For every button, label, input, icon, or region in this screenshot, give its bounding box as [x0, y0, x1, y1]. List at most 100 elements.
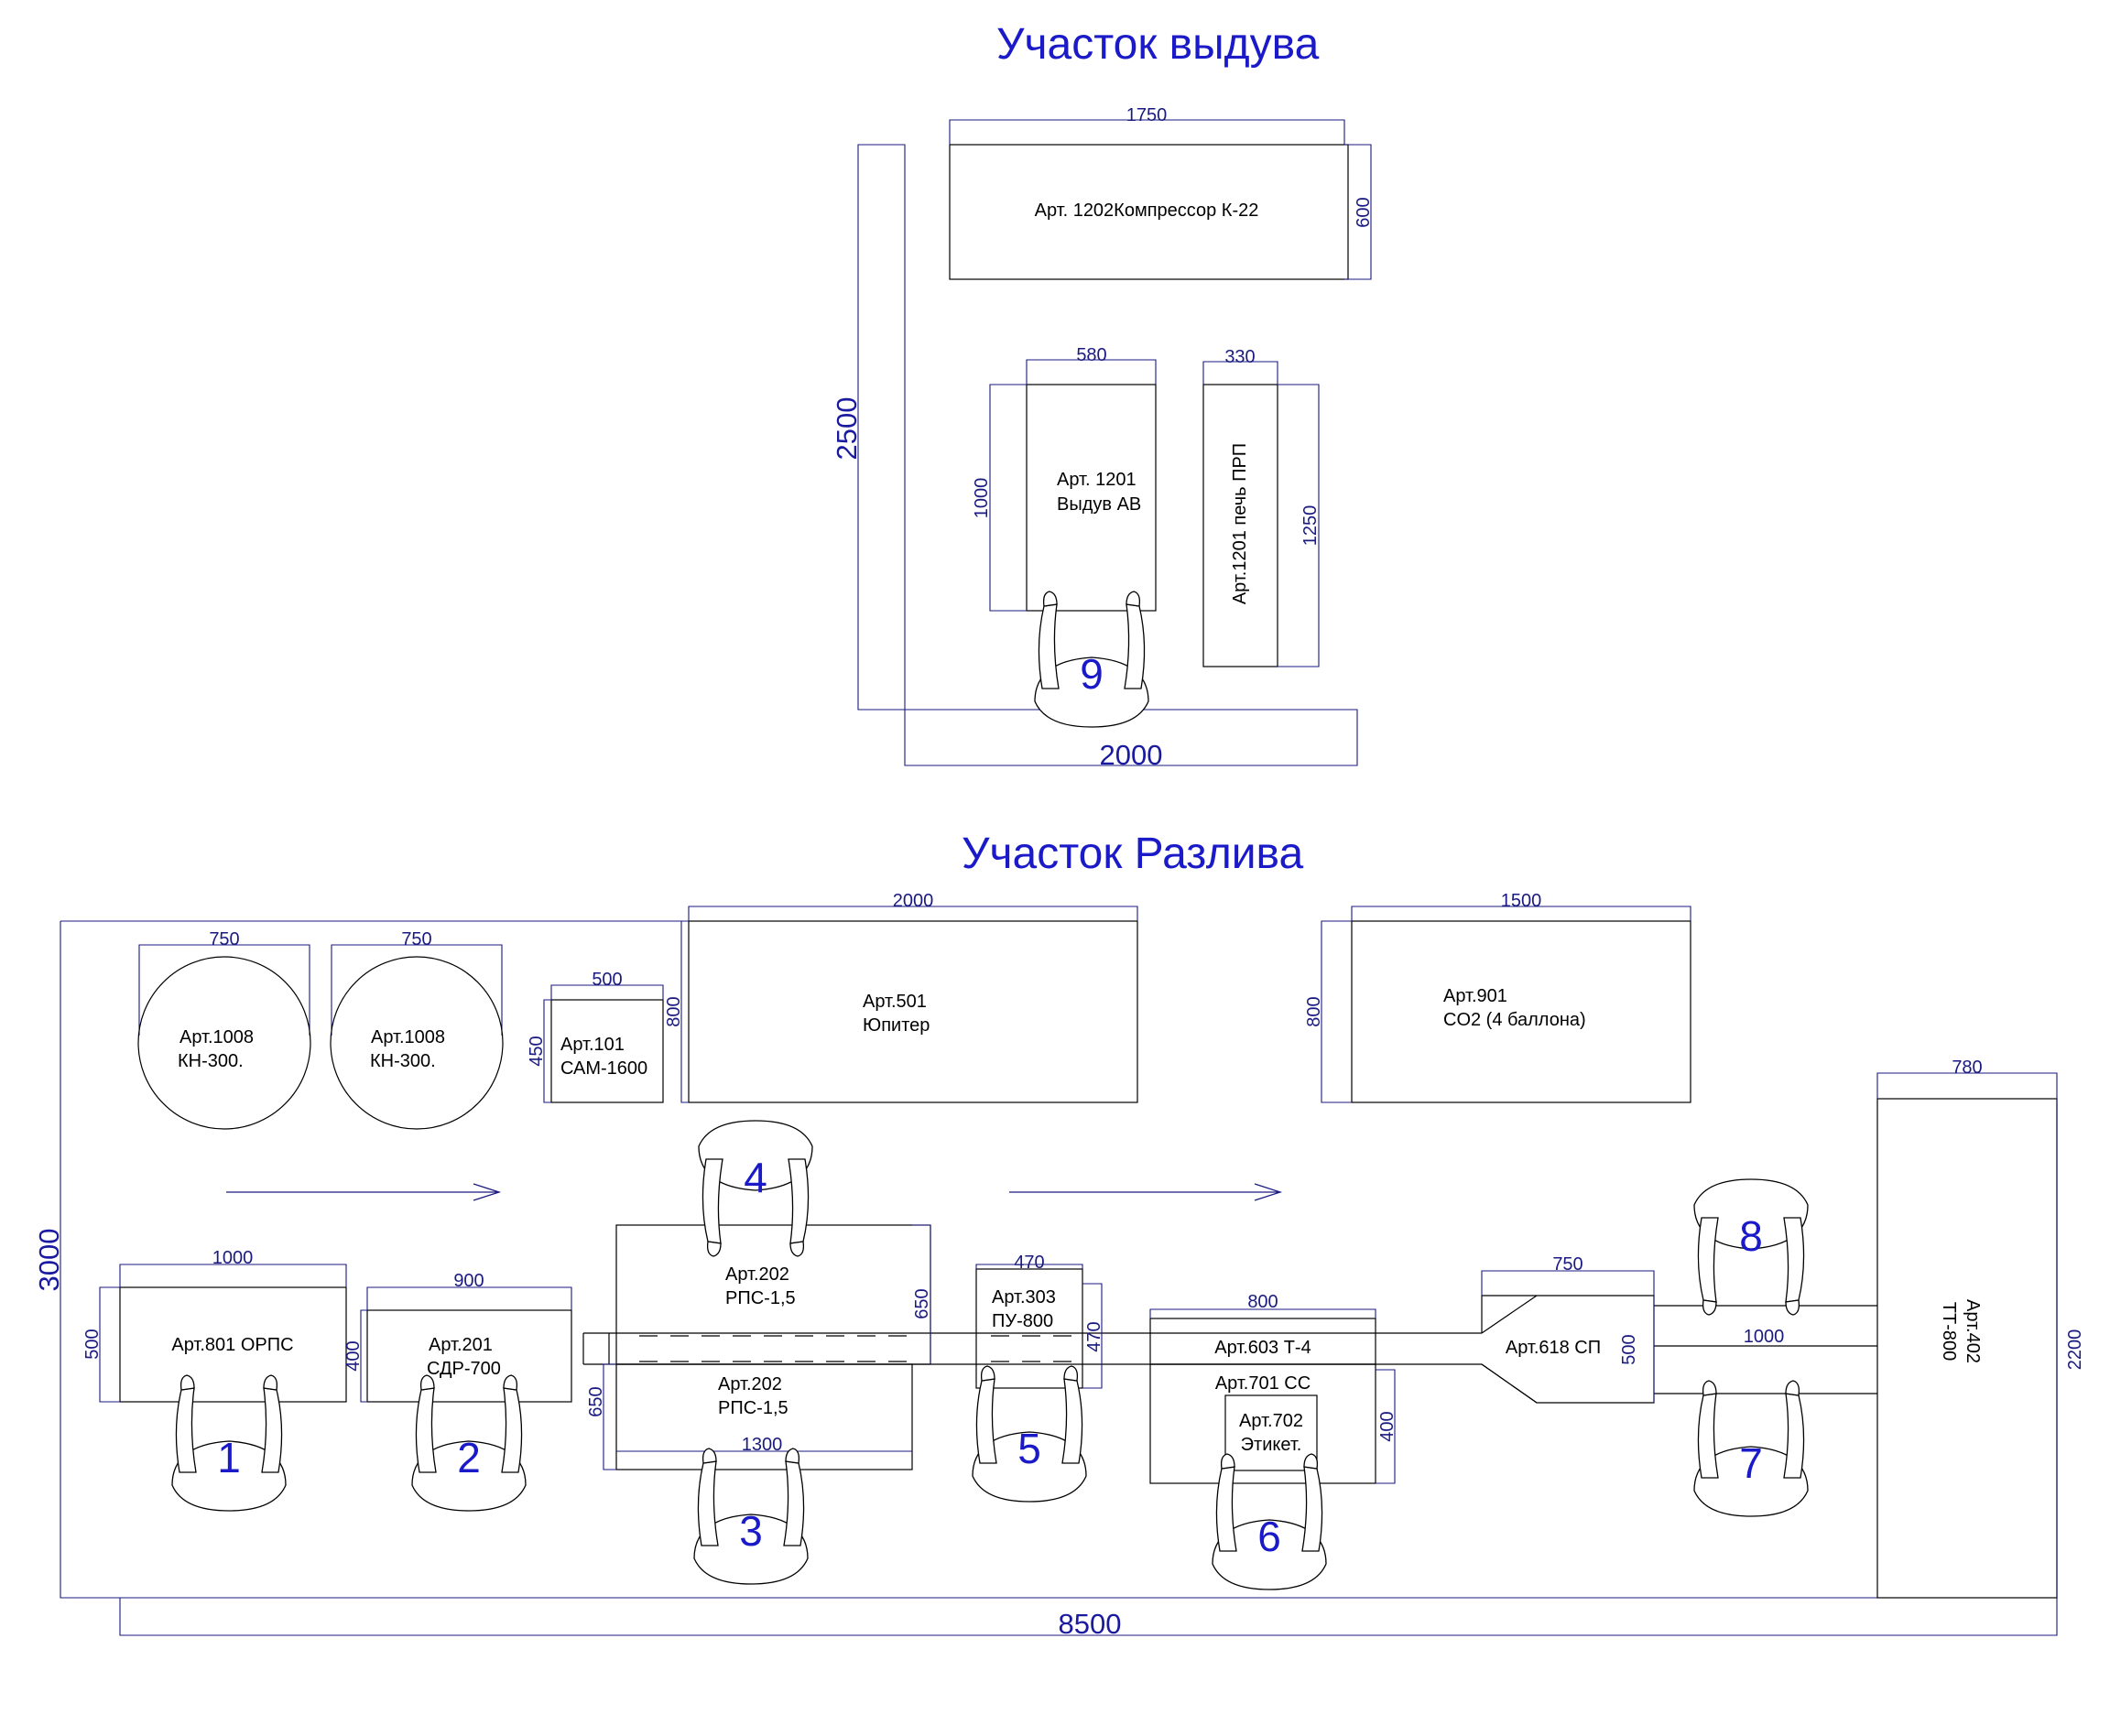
- worker-7: 7: [1693, 1380, 1809, 1517]
- orps: 1000 500 Арт.801 ОРПС: [82, 1248, 347, 1403]
- table-label-2: ТТ-800: [1939, 1302, 1959, 1361]
- sdr-width: 900: [453, 1271, 484, 1291]
- worker-5-number: 5: [1017, 1425, 1041, 1472]
- jupiter: 2000 800 Арт.501 Юпитер: [664, 891, 1138, 1103]
- tt-800-table: 780 2200 Арт.402 ТТ-800: [1876, 1058, 2085, 1599]
- worker-3: 3: [693, 1448, 809, 1585]
- flow-arrow-left: [226, 1183, 502, 1201]
- orps-label: Арт.801 ОРПС: [171, 1335, 293, 1355]
- tank-2-label-2: КН-300.: [370, 1051, 436, 1071]
- tank-1-label-2: КН-300.: [178, 1051, 244, 1071]
- worker-6: 6: [1212, 1453, 1327, 1590]
- worker-4-number: 4: [744, 1154, 767, 1201]
- worker-8-number: 8: [1739, 1212, 1763, 1260]
- worker-9: 9: [1034, 591, 1149, 728]
- table-label-1: Арт.402: [1963, 1299, 1983, 1363]
- worker-8: 8: [1693, 1178, 1809, 1316]
- t4-width: 800: [1247, 1292, 1278, 1312]
- room-depth: 3000: [33, 1229, 65, 1292]
- sam-depth: 450: [527, 1036, 547, 1066]
- worker-5: 5: [972, 1365, 1087, 1503]
- rps-top-label-1: Арт.202: [725, 1264, 789, 1285]
- sdr-label-1: Арт.201: [429, 1335, 493, 1355]
- sdr-depth: 400: [343, 1340, 364, 1371]
- tank-2-width: 750: [401, 929, 431, 949]
- conveyor-length: 1000: [1744, 1327, 1785, 1347]
- worker-9-number: 9: [1080, 650, 1104, 698]
- blowing-area: 2500 2000 1750 600 Арт. 1202Компрессор К…: [831, 105, 1374, 771]
- labeler-label-2: Этикет.: [1241, 1435, 1302, 1455]
- blowing-wall-width: 2000: [1100, 739, 1163, 771]
- sam-label-1: Арт.101: [560, 1035, 625, 1055]
- worker-4: 4: [698, 1120, 813, 1257]
- pu-width: 470: [1014, 1253, 1044, 1273]
- rps-bottom: 650 1300 Арт.202 РПС-1,5: [586, 1363, 913, 1470]
- oven-width: 330: [1224, 347, 1255, 367]
- labeler-label-1: Арт.702: [1239, 1411, 1303, 1431]
- blower-label-1: Арт. 1201: [1057, 470, 1137, 490]
- pu-label-1: Арт.303: [992, 1287, 1056, 1307]
- worker-7-number: 7: [1739, 1439, 1763, 1487]
- co2-label-1: Арт.901: [1443, 986, 1507, 1006]
- compressor-width: 1750: [1126, 105, 1168, 125]
- co2-label-2: CO2 (4 баллона): [1443, 1010, 1586, 1030]
- flow-arrow-right: [1009, 1183, 1283, 1201]
- orps-width: 1000: [212, 1248, 254, 1268]
- tank-kn300-2: 750 Арт.1008 КН-300.: [330, 929, 504, 1130]
- orps-depth: 500: [82, 1329, 103, 1359]
- co2-depth: 800: [1304, 996, 1324, 1026]
- sp-width: 750: [1552, 1254, 1582, 1275]
- cc-label: Арт.701 СС: [1215, 1373, 1311, 1394]
- co2-width: 1500: [1501, 891, 1542, 911]
- sam-1600: 500 450 Арт.101 САМ-1600: [527, 970, 664, 1103]
- oven-prp: 330 1250 Арт.1201 печь ПРП: [1202, 347, 1321, 667]
- worker-6-number: 6: [1257, 1513, 1281, 1560]
- labeler-702: Арт.702 Этикет.: [1224, 1394, 1318, 1471]
- tank-1-width: 750: [209, 929, 239, 949]
- jupiter-width: 2000: [893, 891, 934, 911]
- cc-depth: 400: [1377, 1411, 1398, 1441]
- main-conveyor: 1000: [582, 1305, 1877, 1394]
- pu-label-2: ПУ-800: [992, 1311, 1053, 1331]
- blowing-area-title: Участок выдува: [996, 20, 1320, 69]
- tank-2-label-1: Арт.1008: [371, 1027, 445, 1047]
- sam-width: 500: [592, 970, 622, 990]
- compressor-depth: 600: [1354, 197, 1374, 227]
- oven-height: 1250: [1300, 505, 1321, 547]
- rps-top: 650 Арт.202 РПС-1,5: [615, 1224, 932, 1365]
- room-outline: [60, 920, 2058, 1636]
- sp-label: Арт.618 СП: [1506, 1338, 1601, 1358]
- jupiter-depth: 800: [664, 996, 684, 1026]
- blowing-wall: [857, 144, 1358, 766]
- t4: 800 Арт.603 Т-4: [1149, 1292, 1376, 1365]
- blowing-wall-height: 2500: [831, 397, 863, 461]
- jupiter-label-1: Арт.501: [863, 992, 927, 1012]
- worker-2-number: 2: [457, 1434, 481, 1481]
- co2-cylinders: 1500 800 Арт.901 CO2 (4 баллона): [1304, 891, 1691, 1103]
- filling-area: 3000 8 500 750 Арт.1008 КН-300. 750 Арт.1…: [33, 891, 2085, 1640]
- jupiter-label-2: Юпитер: [863, 1015, 930, 1036]
- worker-1-number: 1: [217, 1434, 241, 1481]
- worker-1: 1: [171, 1374, 287, 1512]
- blower-width: 580: [1076, 345, 1106, 365]
- compressor-k22: 1750 600 Арт. 1202Компрессор К-22: [949, 105, 1374, 280]
- rps-bottom-depth: 650: [586, 1386, 606, 1416]
- table-width: 780: [1952, 1058, 1982, 1078]
- rps-bottom-label-1: Арт.202: [718, 1374, 782, 1394]
- sdr-label-2: СДР-700: [427, 1359, 501, 1379]
- sp-depth: 500: [1619, 1334, 1639, 1364]
- tank-1-label-1: Арт.1008: [179, 1027, 254, 1047]
- pu-depth: 470: [1084, 1321, 1104, 1351]
- oven-label: Арт.1201 печь ПРП: [1230, 443, 1250, 604]
- worker-3-number: 3: [739, 1507, 763, 1555]
- tank-kn300-1: 750 Арт.1008 КН-300.: [137, 929, 311, 1130]
- blower-height: 1000: [972, 478, 992, 519]
- sam-label-2: САМ-1600: [560, 1058, 647, 1079]
- rps-top-depth: 650: [912, 1288, 932, 1318]
- worker-2: 2: [411, 1374, 527, 1512]
- sdr-700: 900 400 Арт.201 СДР-700: [343, 1271, 572, 1403]
- filling-area-title: Участок Разлива: [962, 830, 1304, 878]
- t4-label: Арт.603 Т-4: [1214, 1338, 1311, 1358]
- pu-800: 470 470 Арт.303 ПУ-800: [975, 1253, 1104, 1389]
